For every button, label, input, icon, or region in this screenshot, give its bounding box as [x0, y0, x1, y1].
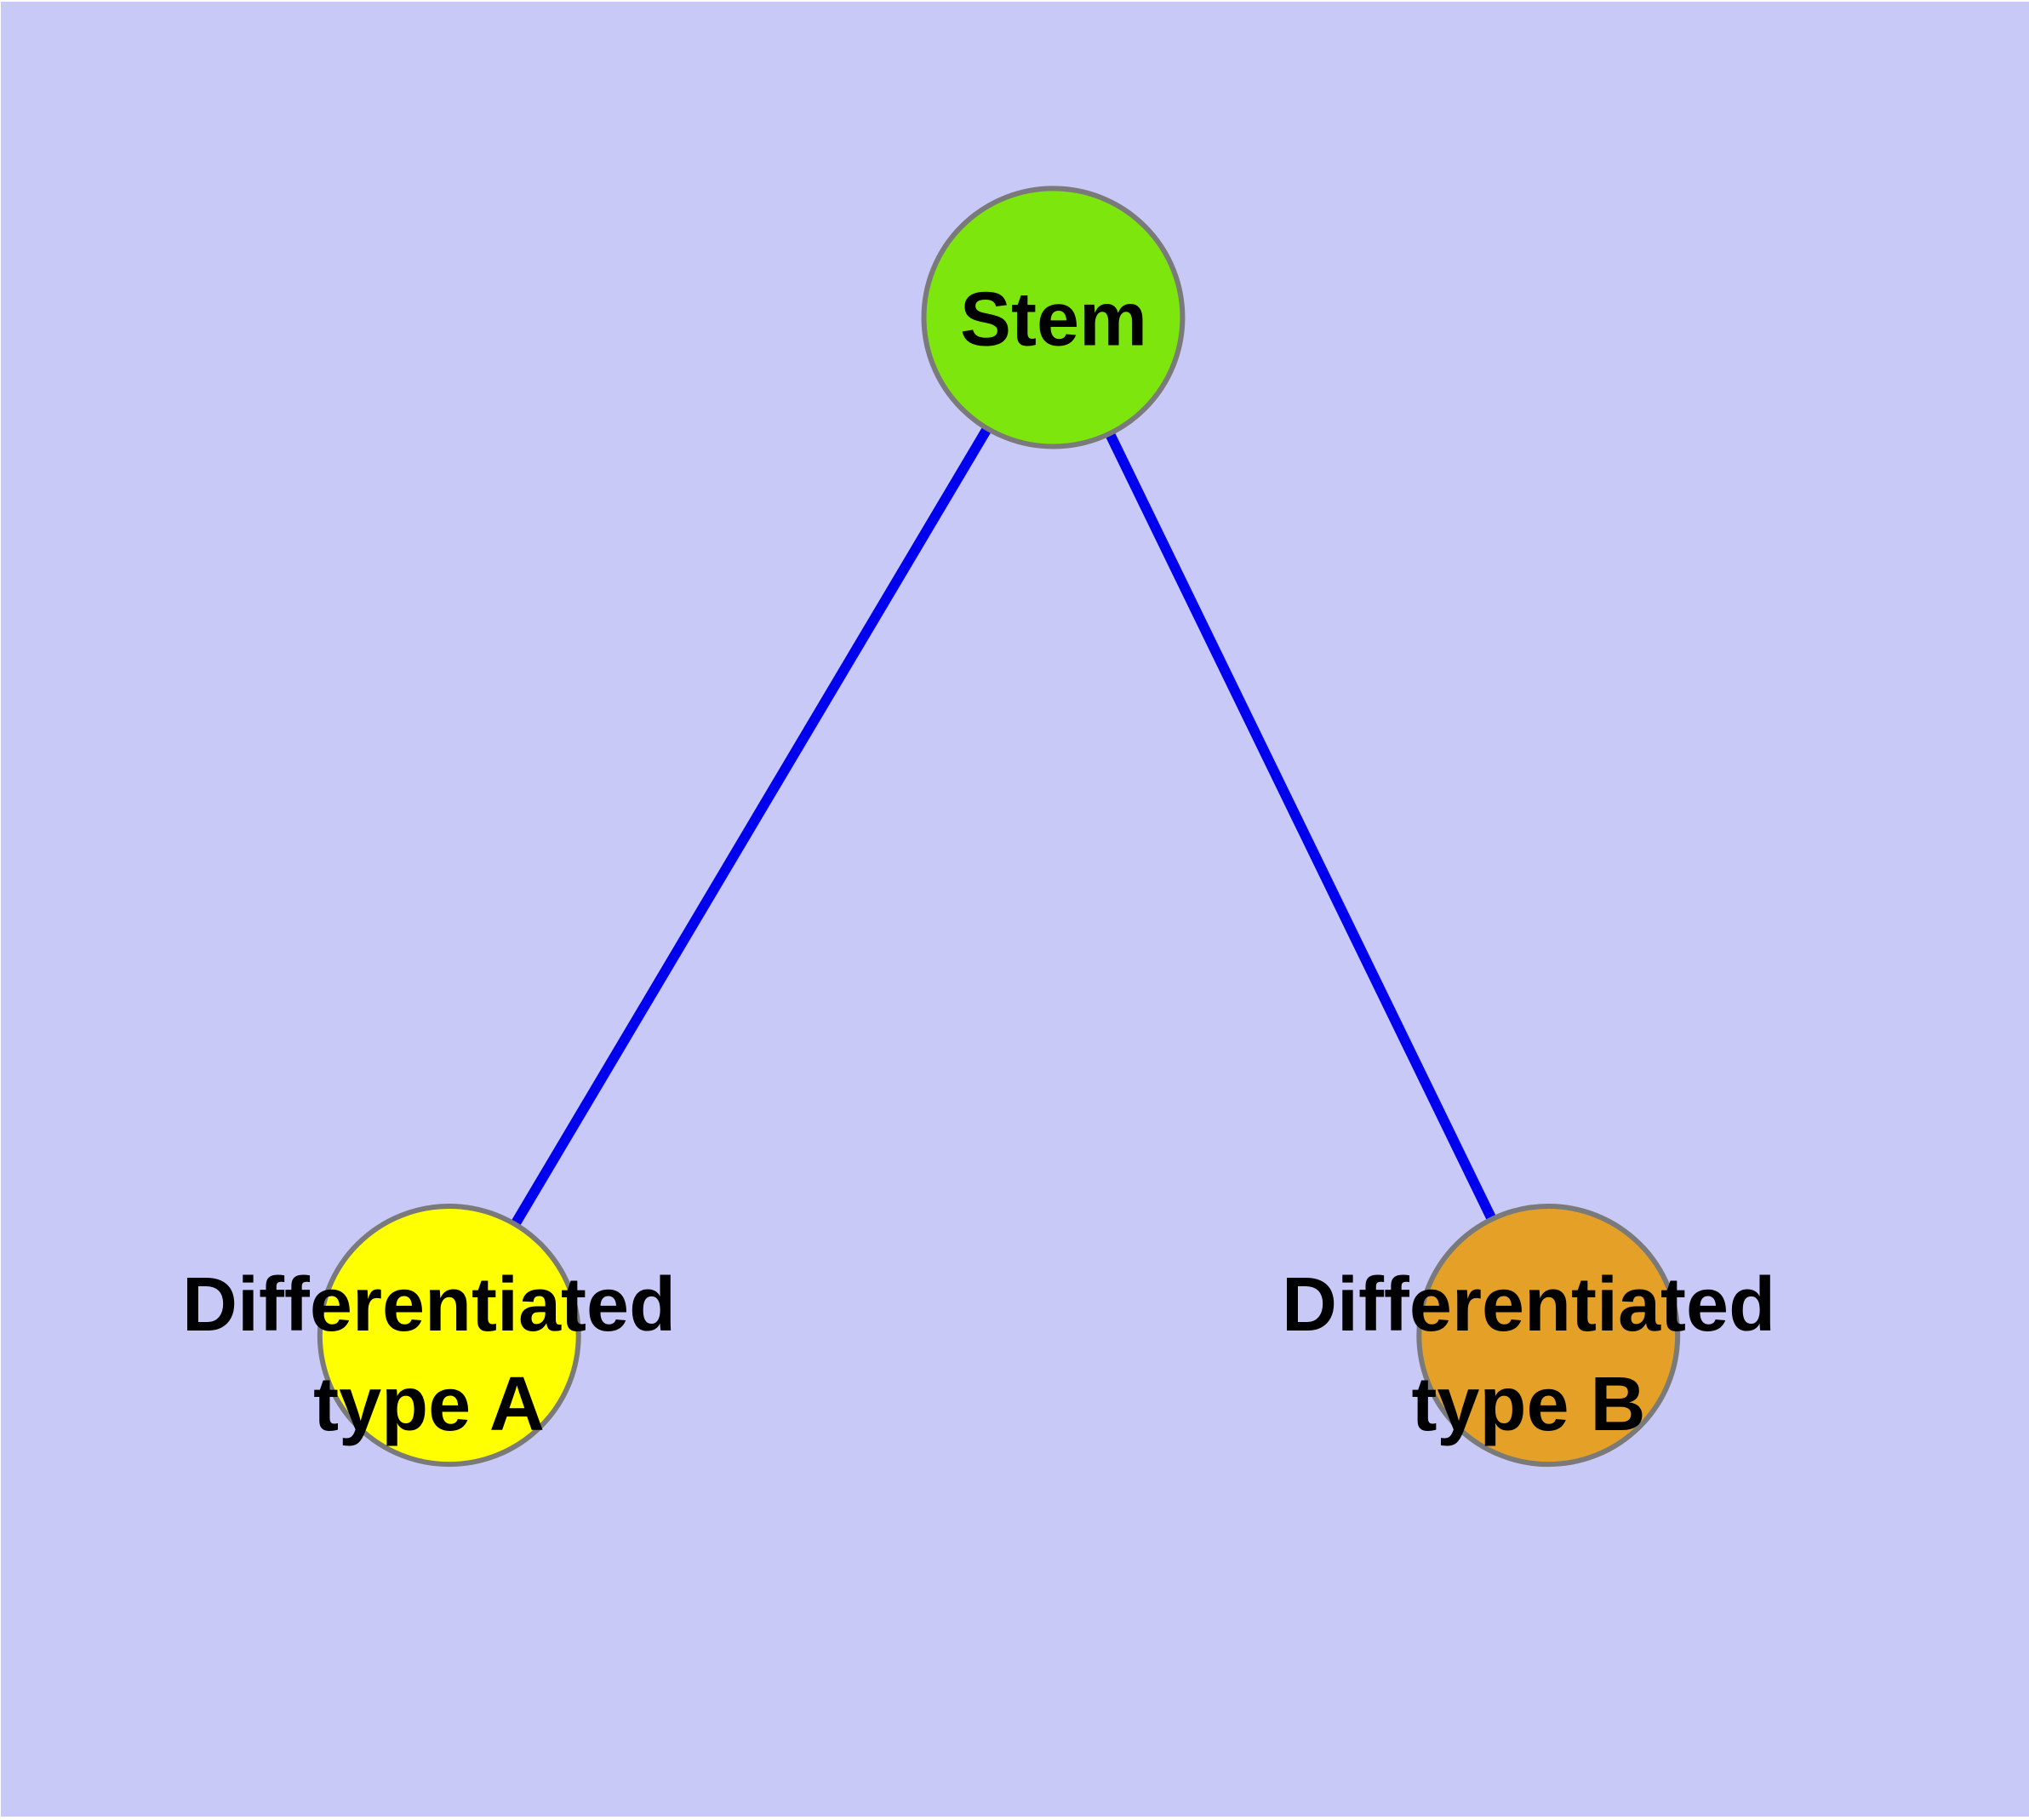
node-stem: [921, 186, 1186, 449]
edge-stem-to-type-a: [444, 314, 1058, 1338]
node-type-b: [1416, 1204, 1681, 1468]
edge-stem-to-type-b: [1049, 315, 1553, 1338]
node-type-a: [317, 1204, 581, 1468]
